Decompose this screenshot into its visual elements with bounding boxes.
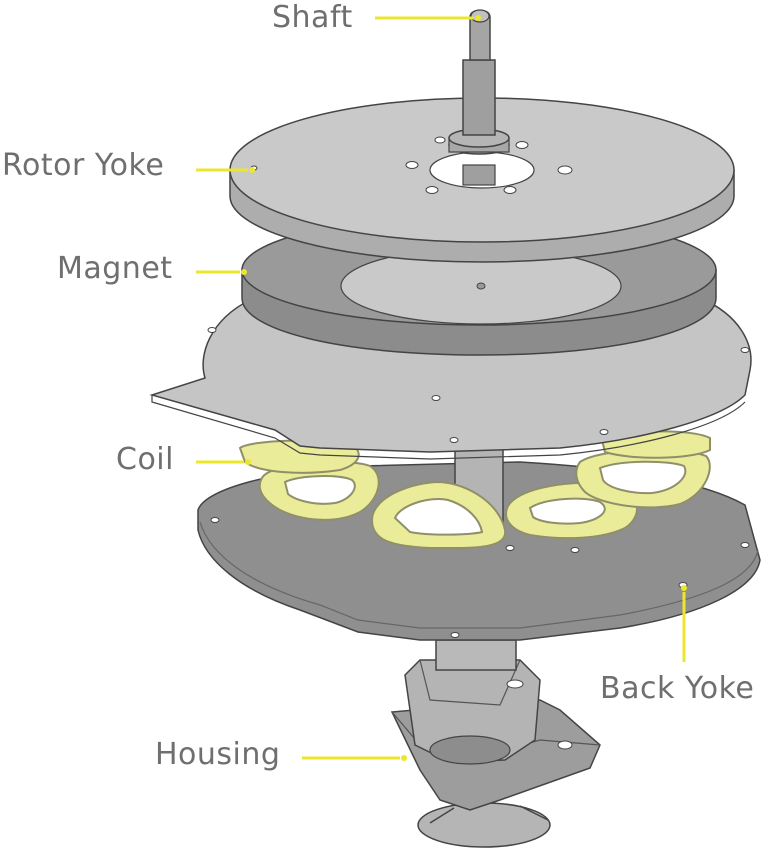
leader-lines [196,15,687,761]
magnet-label: Magnet [57,251,173,286]
rotor-yoke-label: Rotor Yoke [2,148,165,183]
housing-part [390,639,601,848]
back-yoke-label: Back Yoke [600,671,755,706]
coil-label: Coil [116,442,174,477]
coil-part [238,430,711,550]
shaft-part [448,9,510,186]
shaft-label: Shaft [272,0,353,35]
housing-label: Housing [155,737,281,772]
